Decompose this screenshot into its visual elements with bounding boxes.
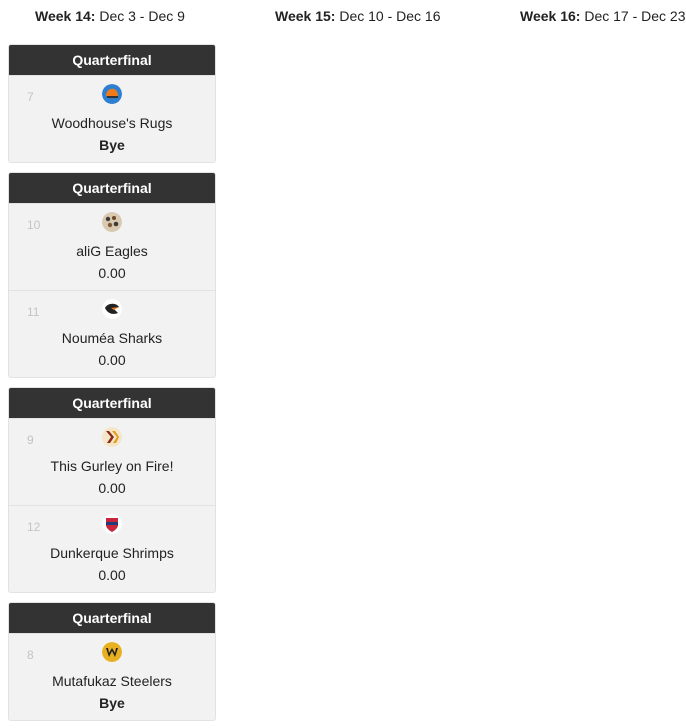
matchup-card: Quarterfinal 8 Mutafukaz Steelers Bye — [8, 602, 216, 721]
team-slot[interactable]: 12 Dunkerque Shrimps 0.00 — [9, 505, 215, 592]
team-score: Bye — [99, 137, 125, 153]
week-14-header: Week 14: Dec 3 - Dec 9 — [35, 8, 185, 24]
team-name[interactable]: Nouméa Sharks — [61, 330, 163, 346]
team-score: 0.00 — [98, 265, 126, 281]
team-slot[interactable]: 9 This Gurley on Fire! 0.00 — [9, 418, 215, 505]
matchup-card: Quarterfinal 9 This Gurley on Fire! 0.00… — [8, 387, 216, 593]
team-name[interactable]: This Gurley on Fire! — [50, 458, 174, 474]
seed-number: 11 — [27, 305, 40, 319]
helmet-logo-icon — [102, 84, 122, 104]
seed-number: 8 — [27, 648, 34, 662]
team-slot[interactable]: 11 Nouméa Sharks 0.00 — [9, 290, 215, 377]
team-slot[interactable]: 8 Mutafukaz Steelers Bye — [9, 633, 215, 720]
team-slot[interactable]: 7 Woodhouse's Rugs Bye — [9, 75, 215, 162]
round-title: Quarterfinal — [9, 45, 215, 75]
round-title: Quarterfinal — [9, 173, 215, 203]
fire-logo-icon — [102, 427, 122, 447]
seed-number: 12 — [27, 520, 41, 534]
team-score: 0.00 — [98, 567, 126, 583]
team-photo-logo-icon — [102, 212, 122, 232]
week-16-header: Week 16: Dec 17 - Dec 23 — [520, 8, 686, 24]
round-title: Quarterfinal — [9, 388, 215, 418]
week-headers: Week 14: Dec 3 - Dec 9 Week 15: Dec 10 -… — [0, 0, 686, 32]
team-score: Bye — [99, 695, 125, 711]
matchup-card: Quarterfinal 7 Woodhouse's Rugs Bye — [8, 44, 216, 163]
shield-logo-icon — [102, 514, 122, 534]
team-name[interactable]: aliG Eagles — [76, 243, 148, 259]
team-score: 0.00 — [98, 480, 126, 496]
week-15-header: Week 15: Dec 10 - Dec 16 — [275, 8, 441, 24]
seed-number: 10 — [27, 218, 41, 232]
seed-number: 9 — [27, 433, 34, 447]
team-name[interactable]: Woodhouse's Rugs — [51, 115, 173, 131]
bird-logo-icon — [102, 299, 122, 319]
team-score: 0.00 — [98, 352, 126, 368]
round-title: Quarterfinal — [9, 603, 215, 633]
matchup-card: Quarterfinal 10 aliG Eagles 0.00 11 Noum… — [8, 172, 216, 378]
team-name[interactable]: Dunkerque Shrimps — [50, 545, 174, 561]
team-slot[interactable]: 10 aliG Eagles 0.00 — [9, 203, 215, 290]
w-logo-icon — [102, 642, 122, 662]
seed-number: 7 — [27, 90, 34, 104]
team-name[interactable]: Mutafukaz Steelers — [52, 673, 172, 689]
